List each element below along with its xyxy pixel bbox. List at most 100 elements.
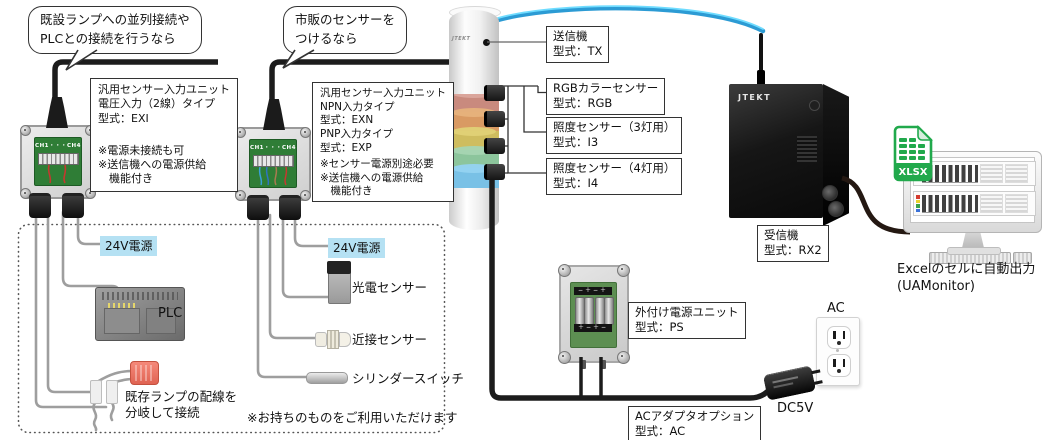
rgb-sensor-label: RGBカラーセンサー 型式：RGB [546, 78, 666, 116]
callout-parallel-connection: 既設ランプへの並列接続や PLCとの接続を行うなら [28, 6, 202, 54]
exi-top-connector [46, 97, 68, 128]
tower-sensor-clip [484, 138, 505, 154]
exn-user-wires [256, 213, 333, 379]
power-24v-label-left: 24V電源 [100, 236, 158, 256]
power-unit-label: 外付け電源ユニット 型式：PS [628, 302, 746, 340]
xlsx-file-icon: XLSX [893, 125, 933, 182]
screw-icon [300, 190, 311, 201]
wireless-arc-highlight-icon [497, 5, 764, 30]
receiver-label: 受信機 型式：RX2 [757, 225, 829, 263]
tower-sensor-clip [484, 164, 505, 180]
unit-model: 型式：EXN [320, 114, 374, 127]
exn-pcb-wires [258, 166, 288, 186]
receiver-vents [797, 136, 817, 162]
inline-connector [90, 380, 102, 404]
screw-icon [300, 127, 311, 138]
receiver-connector [828, 201, 844, 217]
callout-line: 既設ランプへの並列接続や [40, 12, 190, 27]
battery-pcb: −＋−＋ ＋−＋− [570, 282, 617, 348]
monitor-stand [962, 231, 984, 248]
screw-icon [558, 264, 571, 277]
receiver-antenna-icon [759, 33, 763, 85]
pcb-channel-label: CH1・・・CH4 [35, 143, 81, 149]
exi-pcb: CH1・・・CH4 [34, 137, 82, 186]
unit-type: NPN入力タイプ [320, 100, 395, 113]
inline-connector [106, 380, 118, 404]
receiver-antenna-base [757, 70, 765, 86]
unit-note: 機能付き [320, 185, 373, 198]
tower-logo: JTEKT [452, 36, 471, 42]
unit-type: PNP入力タイプ [320, 127, 394, 140]
bar-chart-graphic [922, 164, 978, 183]
exn-input-unit: CH1・・・CH4 [235, 99, 311, 220]
outlet-socket [827, 354, 851, 377]
unit-title: 汎用センサー入力ユニット [98, 83, 230, 96]
terminal-strip [38, 153, 79, 165]
external-power-unit: −＋−＋ ＋−＋− [558, 264, 630, 369]
ac-adapter-label: ACアダプタオプション 型式：AC [628, 406, 762, 440]
tower-sensor-clip [484, 111, 505, 127]
cable-gland [279, 195, 301, 220]
outlet-socket [827, 326, 851, 349]
monitor-base [947, 247, 1001, 255]
battery-cell [584, 297, 594, 325]
wireless-arc-icon [495, 5, 766, 34]
cylinder-switch-label: シリンダースイッチ [352, 371, 464, 386]
battery-polarity-bottom: ＋−＋− [574, 324, 612, 332]
monitor-screen [910, 157, 1036, 223]
bar-chart-graphic [922, 194, 978, 213]
plc-label: PLC [158, 306, 183, 321]
callout-line: つけるなら [295, 30, 358, 46]
callout-line: 市販のセンサーを [295, 12, 396, 27]
unit-note: ※送信機への電源供給 [98, 158, 207, 172]
lux4-sensor-label: 照度センサー（4灯用） 型式：I4 [546, 158, 683, 196]
battery-terminal [600, 360, 606, 369]
battery-cell [604, 297, 614, 325]
tower-segment-green [449, 146, 499, 168]
wall-outlet [816, 317, 860, 386]
unit-model: 型式：EXP [320, 141, 372, 154]
unit-note: ※センサー電源別途必要 [320, 158, 434, 171]
screw-icon [20, 125, 31, 136]
tower-sensor-clip [484, 85, 505, 101]
receiver-button [809, 100, 820, 111]
ac-adapter-device [762, 365, 823, 401]
photoelectric-sensor-cap [327, 261, 351, 274]
unit-note: ※送信機への電源供給 [320, 171, 424, 184]
exi-input-unit: CH1・・・CH4 [20, 97, 96, 218]
receiver-brand-logo: JTEKT [738, 93, 772, 102]
proximity-sensor-device [315, 330, 351, 349]
screw-icon [235, 190, 246, 201]
numpad [1013, 252, 1032, 264]
ac-label: AC [827, 301, 845, 316]
pcb-channel-label: CH1・・・CH4 [250, 145, 296, 151]
battery-polarity-top: −＋−＋ [574, 287, 612, 295]
dc5v-label: DC5V [777, 401, 814, 416]
power-24v-label-right: 24V電源 [328, 238, 386, 258]
screw-icon [617, 264, 630, 277]
battery-terminal [580, 360, 586, 369]
lamp-split-note: 既存ランプの配線を 分岐して接続 [125, 389, 238, 421]
unit-note: 機能付き [98, 172, 153, 186]
exi-pcb-wires [47, 164, 67, 184]
transmitter-pointer-dot [483, 39, 490, 46]
cable-gland [29, 193, 51, 218]
photo-sensor-label: 光電センサー [352, 280, 428, 295]
unit-model: 型式：EXI [98, 111, 149, 125]
screw-icon [617, 351, 630, 364]
lux3-sensor-label: 照度センサー（3灯用） 型式：I3 [546, 117, 683, 155]
excel-output-caption: Excelのセルに自動出力 (UAMonitor) [897, 262, 1036, 294]
cable-gland [62, 193, 84, 218]
screw-icon [558, 351, 571, 364]
tower-transmitter-body [449, 10, 499, 94]
callout-commercial-sensor: 市販のセンサーを つけるなら [283, 6, 408, 54]
lamp-splitter-connector [130, 361, 159, 385]
uamonitor-chart-panel [913, 191, 1036, 216]
uamonitor-chart-panel [913, 161, 1036, 186]
callout-line: PLCとの接続を行うなら [40, 30, 176, 46]
sensor-bracket-lines [500, 85, 546, 174]
unit-note: ※電源未接続も可 [98, 143, 185, 157]
exn-description-box: 汎用センサー入力ユニット NPN入力タイプ 型式：EXN PNP入力タイプ 型式… [312, 82, 454, 202]
transmitter-label: 送信機 型式：TX [546, 26, 610, 64]
unit-type: 電圧入力（2線）タイプ [98, 97, 215, 111]
